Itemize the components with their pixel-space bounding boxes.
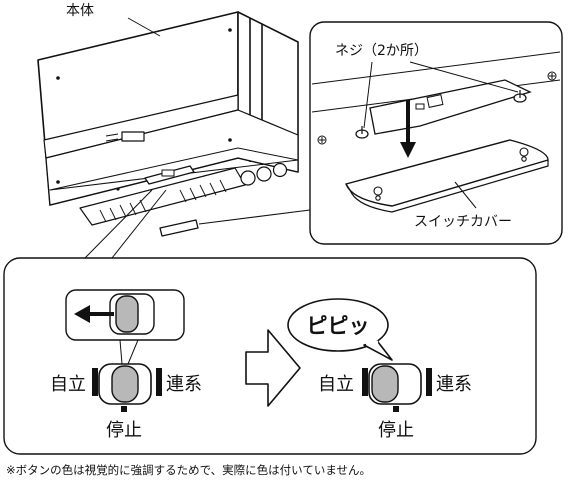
switch-knob <box>111 365 139 403</box>
stop-label-right: 停止 <box>378 420 414 441</box>
detail-panel-switch-cover: ネジ（2か所） スイッチカバー <box>309 21 563 245</box>
switch-knob <box>115 295 139 333</box>
zoom-switch-left <box>65 289 185 365</box>
screw-icon <box>317 71 557 145</box>
switch-knob <box>371 365 399 403</box>
switch-before <box>92 363 162 412</box>
footnote: ※ボタンの色は視覚的に強調するためで、実際に色は付いていません。 <box>6 463 371 477</box>
arrow-left-icon <box>74 305 114 323</box>
main-unit-leader-line <box>127 17 161 37</box>
main-unit-illustration <box>37 11 299 237</box>
grid-connected-label-left: 連系 <box>166 374 202 395</box>
main-unit-label: 本体 <box>66 3 94 19</box>
callout-lines <box>84 189 311 259</box>
speech-bubble-icon <box>287 298 393 361</box>
detail-panel-switch-operation: 自立 連系 停止 ピピッ 自立 連系 停止 <box>3 257 537 455</box>
switch-cover-label: スイッチカバー <box>414 214 512 230</box>
self-standing-label-right: 自立 <box>318 374 354 395</box>
screws-label: ネジ（2か所） <box>335 43 428 59</box>
grid-connected-label-right: 連系 <box>436 374 472 395</box>
stop-label-left: 停止 <box>106 420 142 441</box>
self-standing-label-left: 自立 <box>50 374 86 395</box>
main-unit-screw-dots <box>56 28 232 191</box>
arrow-down-icon <box>400 100 416 158</box>
screw-icon <box>355 90 527 139</box>
switch-after <box>362 363 432 412</box>
beep-label: ピピッ <box>307 314 370 338</box>
outline-arrow-right-icon <box>245 329 301 407</box>
